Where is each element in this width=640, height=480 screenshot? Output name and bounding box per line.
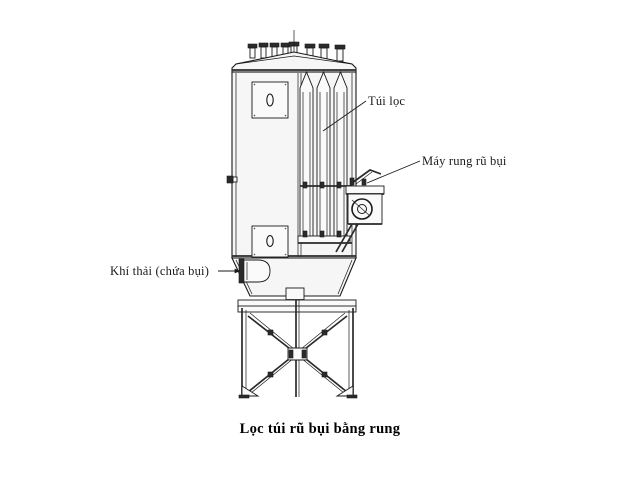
leader-lines [218, 100, 421, 274]
support-frame [237, 300, 358, 399]
roof-nozzles-group [247, 30, 346, 62]
figure-caption: Lọc túi rũ bụi bằng rung [239, 421, 401, 437]
annotation-tui-loc: Túi lọc [368, 94, 406, 108]
upper-access-door [251, 81, 289, 119]
dust-laden-gas-outlet [238, 258, 271, 284]
lower-access-door [251, 225, 289, 258]
annotation-khi-thai-chua-bui: Khí thải (chứa bụi) [110, 264, 210, 278]
side-port [226, 175, 238, 184]
annotation-may-rung-ru-bui: Máy rung rũ bụi [422, 154, 507, 168]
vibrator-motor-assembly [335, 169, 385, 253]
filter-bags-group [299, 70, 348, 239]
